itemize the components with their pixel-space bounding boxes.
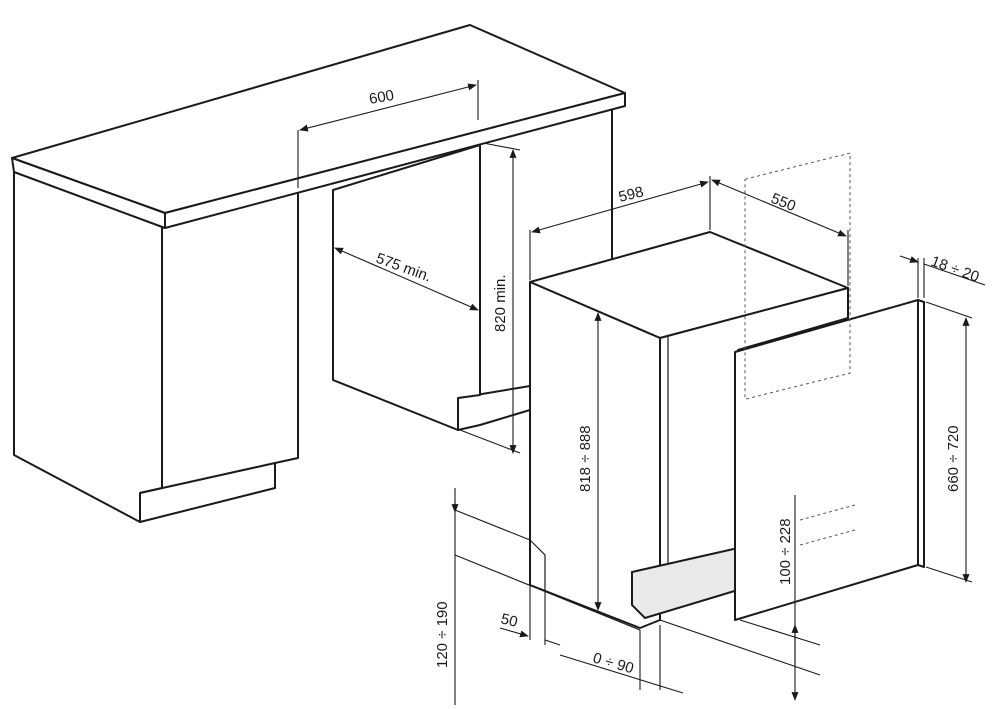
- label-panel-height: 660 ÷ 720: [945, 425, 962, 492]
- label-panel-offset: 100 ÷ 228: [777, 518, 794, 585]
- furniture-door-panel: [734, 152, 925, 621]
- dim-line-50: [499, 627, 529, 638]
- dimension-lines: [297, 80, 986, 705]
- panel-hidden-outline: [744, 152, 851, 400]
- countertop-right-edge: [164, 92, 626, 229]
- panel-front: [734, 299, 919, 621]
- niche-back-panel: [332, 144, 481, 431]
- label-plinth-setback: 0 ÷ 90: [591, 650, 636, 678]
- appliance-left-foot: [529, 539, 546, 590]
- cabinet-left-side: [13, 167, 163, 523]
- dim-line-575: [334, 247, 479, 311]
- dim-line-600: [299, 83, 477, 132]
- cabinet-left-plinth: [139, 462, 276, 523]
- label-appliance-height: 818 ÷ 888: [577, 425, 594, 492]
- label-plinth-height: 120 ÷ 190: [434, 601, 451, 668]
- appliance-plinth-foot: [631, 546, 739, 620]
- label-panel-thickness: 18 ÷ 20: [929, 253, 982, 286]
- dim-line-550: [711, 179, 847, 237]
- label-height-min: 820 min.: [492, 274, 509, 332]
- cabinet-left-inner: [161, 189, 299, 489]
- panel-edge: [917, 299, 925, 568]
- dim-line-18-20: [923, 263, 986, 286]
- dim-line-0-90: [559, 654, 684, 694]
- label-cabinet-width: 600: [368, 87, 396, 108]
- label-plinth-depth: 50: [499, 610, 519, 631]
- label-appliance-depth: 550: [769, 190, 799, 215]
- dim-line-598: [531, 180, 709, 234]
- label-appliance-width: 598: [617, 183, 645, 206]
